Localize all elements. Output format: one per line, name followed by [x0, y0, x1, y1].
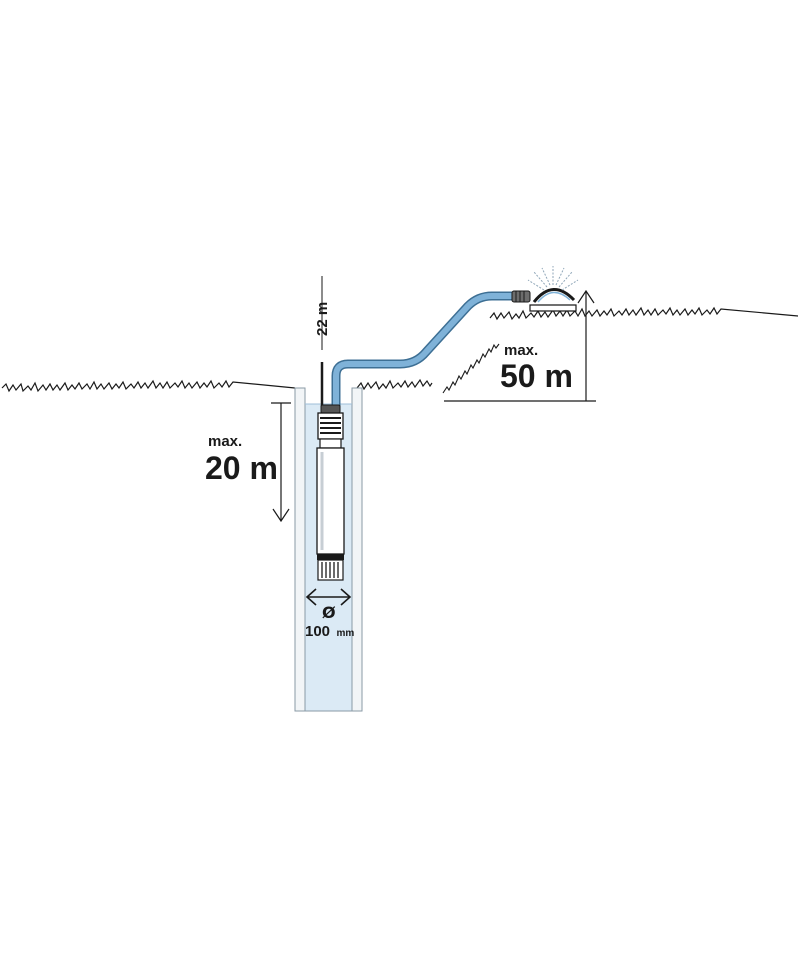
- sprinkler: [511, 266, 579, 312]
- diameter-value: 100: [305, 623, 330, 640]
- sprinkler-arm: [532, 288, 576, 303]
- ground: [1, 306, 799, 394]
- dimension-diameter: [305, 588, 352, 606]
- cable-length-label: 22 m: [314, 302, 331, 336]
- depth-arrow-head: [272, 508, 290, 523]
- ground-left: [1, 379, 296, 393]
- ground-slope: [442, 343, 500, 394]
- ground-right: [489, 306, 799, 321]
- spray-jet: [541, 267, 551, 286]
- sprinkler-base: [529, 304, 577, 312]
- height-arrow-head: [577, 289, 595, 304]
- pump-cap: [320, 404, 341, 414]
- diameter-value-label: 100 mm: [305, 623, 354, 640]
- diameter-symbol-label: Ø: [322, 603, 336, 622]
- well-wall-left: [294, 387, 306, 712]
- spray-jet: [561, 279, 579, 291]
- depth-value-label: 20 m: [205, 450, 278, 486]
- spray-jet: [527, 279, 545, 291]
- pump-head: [317, 412, 344, 440]
- water-spray: [527, 266, 579, 291]
- pump-band: [317, 554, 344, 560]
- spray-jet: [555, 267, 565, 286]
- dimension-height: [444, 289, 596, 402]
- height-value-label: 50 m: [500, 358, 573, 394]
- diameter-arrow-left: [305, 588, 317, 606]
- sprinkler-arm-inner: [537, 291, 571, 303]
- diameter-unit: mm: [336, 628, 354, 639]
- ground-middle: [356, 378, 433, 391]
- depth-prefix-label: max.: [208, 433, 242, 450]
- pump-neck: [319, 438, 342, 449]
- submersible-pump: [316, 404, 345, 581]
- height-prefix-label: max.: [504, 342, 538, 359]
- well-wall-right: [351, 387, 363, 712]
- hose-fill: [333, 293, 512, 412]
- diameter-arrow-right: [340, 588, 352, 606]
- hose-connector: [511, 290, 531, 303]
- water-hose: [331, 291, 512, 412]
- dimension-depth: [271, 402, 291, 523]
